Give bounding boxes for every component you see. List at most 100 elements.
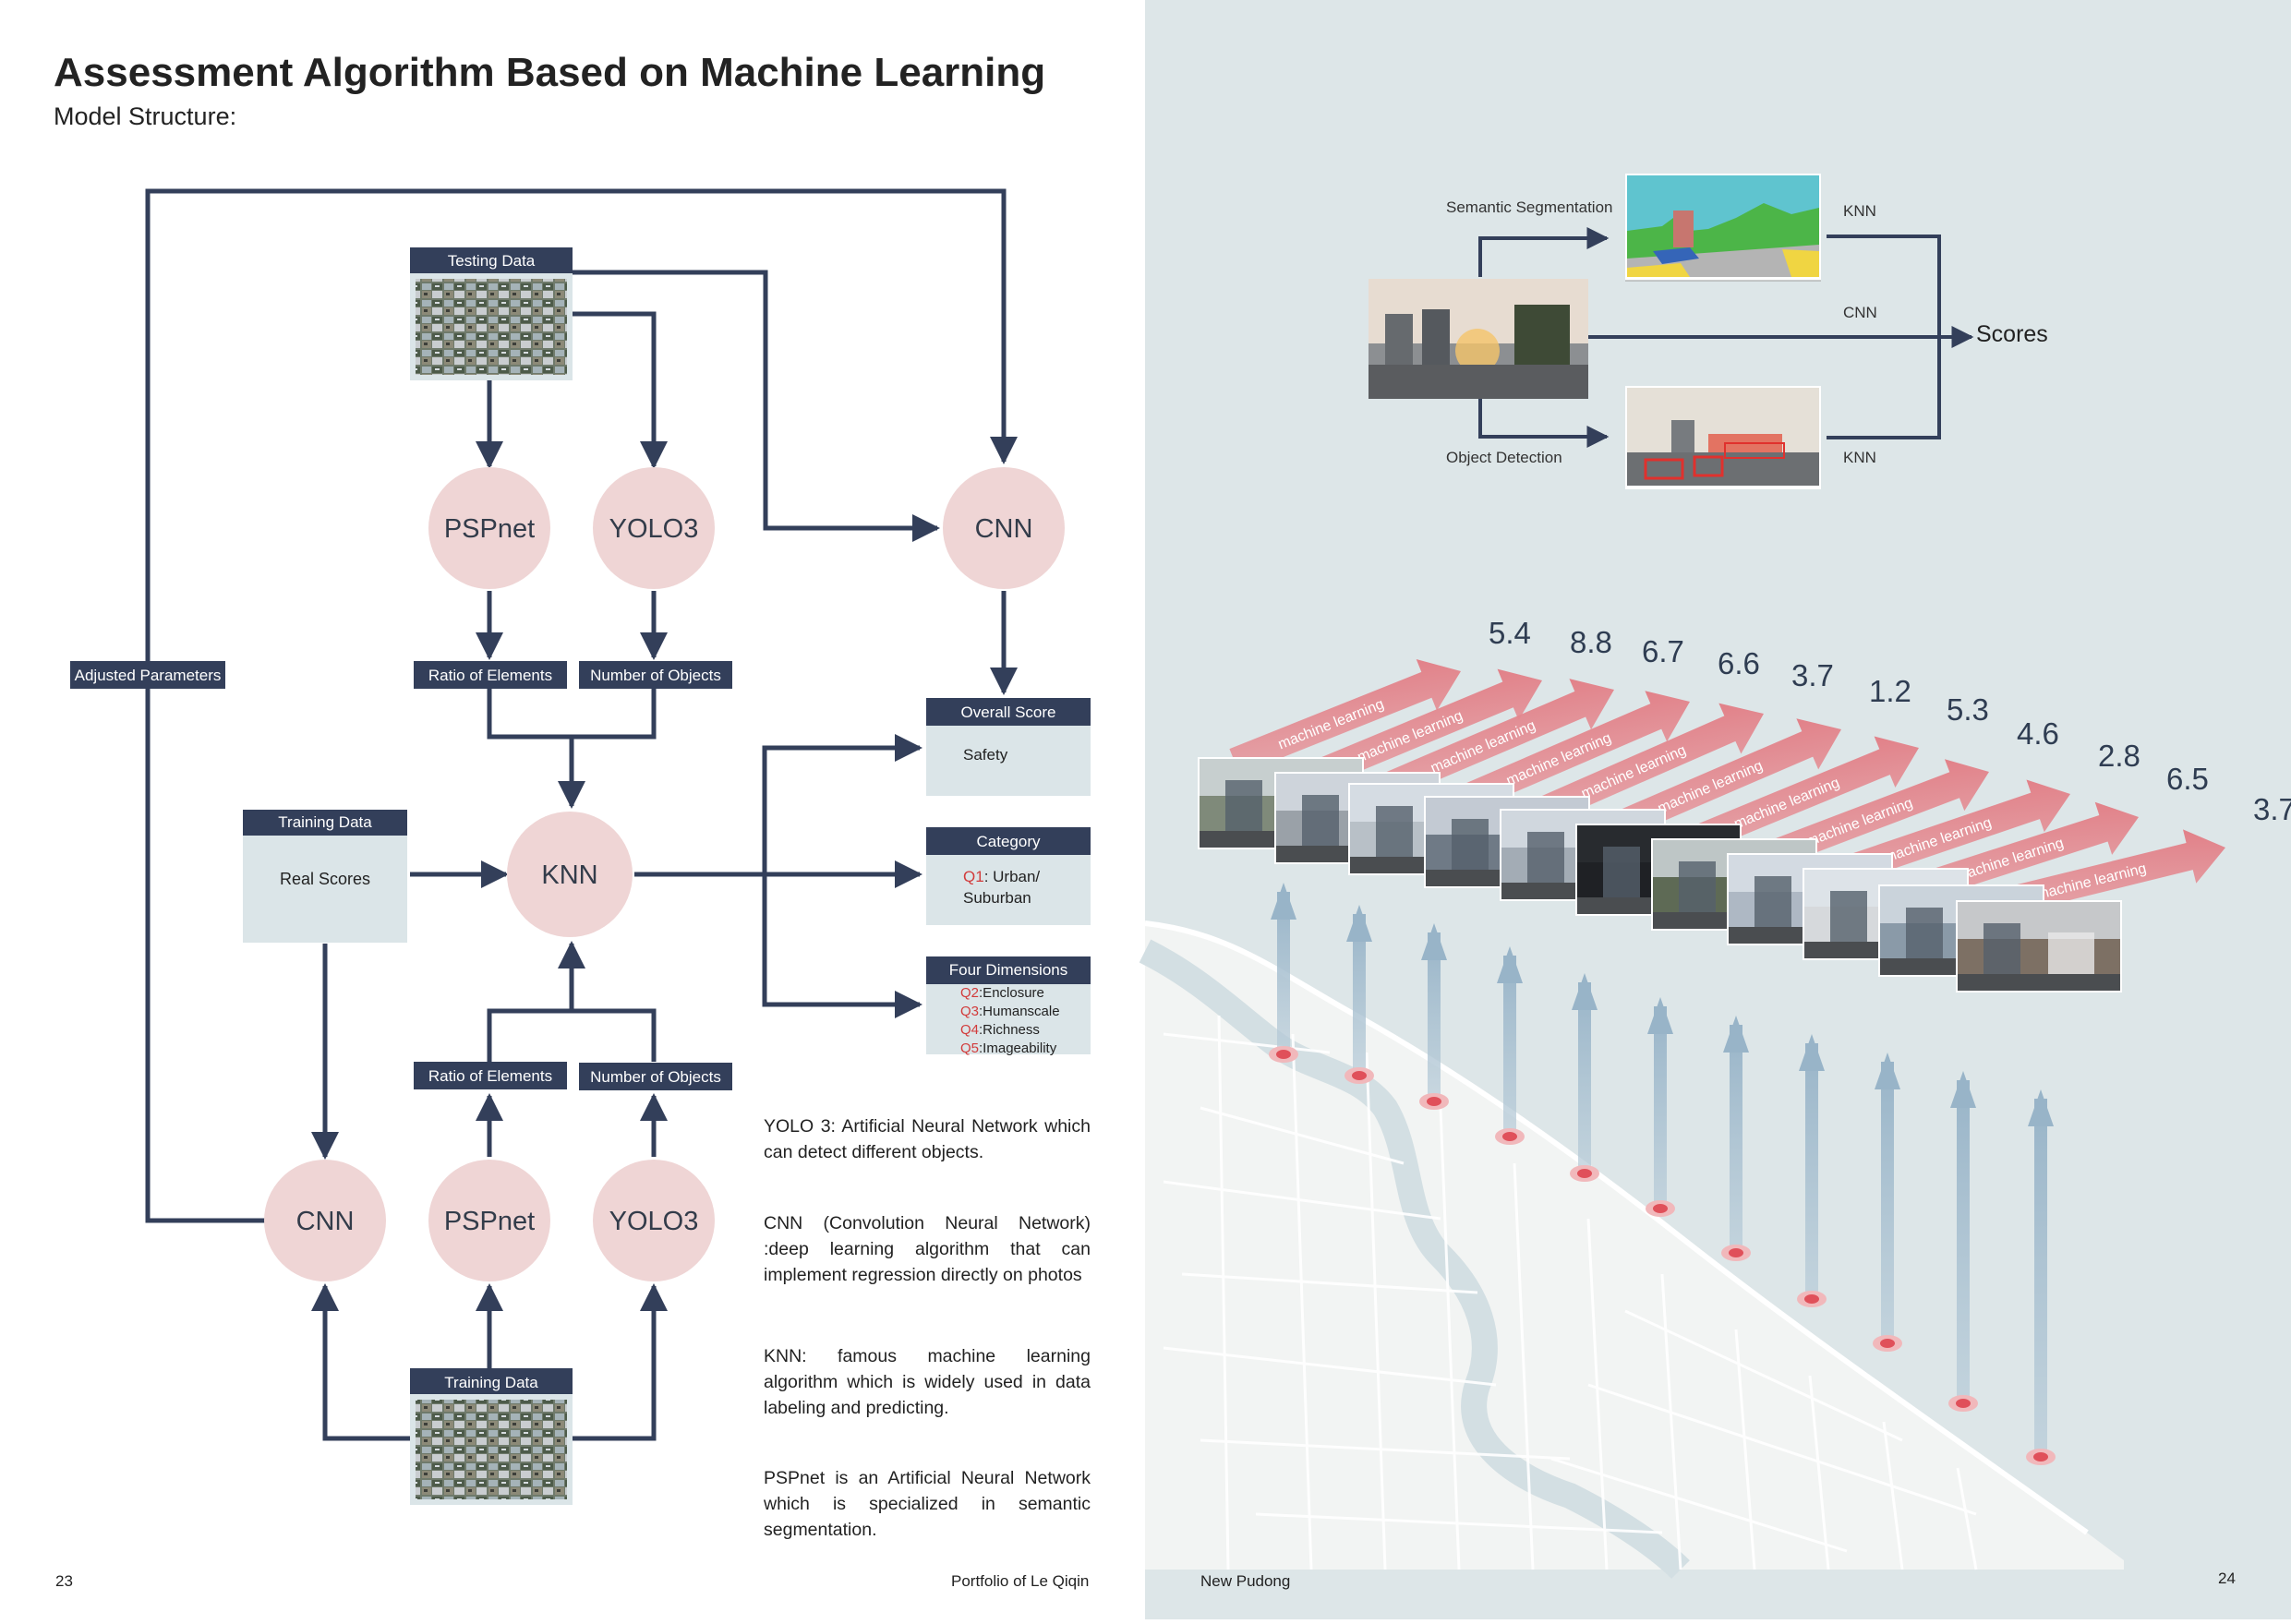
training-data-bottom-label: Training Data	[444, 1374, 538, 1391]
cnn-bottom-label: CNN	[296, 1207, 355, 1236]
training-data-bottom-block: Training Data	[410, 1368, 573, 1505]
location-arrow-head	[1647, 997, 1673, 1034]
score-value: 3.7	[1791, 658, 1834, 692]
location-arrow-head	[1875, 1053, 1900, 1089]
location-arrow-head	[1346, 905, 1372, 942]
knn-node	[507, 812, 633, 937]
location-arrow-shaft	[1805, 1043, 1818, 1299]
location-pin	[1427, 1097, 1441, 1106]
city-map	[1139, 920, 2124, 1580]
machine-learning-arrow-body	[1835, 779, 2071, 886]
score-value: 5.4	[1489, 616, 1531, 650]
location-pin	[1653, 1204, 1668, 1213]
location-arrow-head	[1271, 883, 1296, 920]
score-value: 6.7	[1642, 634, 1684, 668]
object-detection-label: Object Detection	[1446, 449, 1562, 466]
training-data-top-label: Training Data	[278, 813, 372, 831]
location-pin	[1880, 1339, 1895, 1348]
location-pin	[1956, 1399, 1971, 1408]
location-arrow-shaft	[1957, 1080, 1970, 1403]
pipeline-lines	[1478, 227, 1974, 448]
description-pspnet: PSPnet is an Artificial Neural Network w…	[764, 1468, 1091, 1540]
overall-score-value: Safety	[963, 746, 1008, 764]
location-pin	[2033, 1452, 2048, 1462]
dimension-item-q2: Q2:Enclosure	[960, 985, 1044, 1001]
location-pin	[1502, 1132, 1517, 1141]
yolo3-top-node	[593, 467, 715, 589]
testing-data-label: Testing Data	[448, 252, 536, 270]
location-pin	[1577, 1169, 1592, 1178]
pspnet-top-label: PSPnet	[444, 514, 535, 544]
four-dimensions-box: Four Dimensions Q2:Enclosure Q3:Humansca…	[926, 956, 1091, 1056]
scores-label: Scores	[1976, 321, 2048, 347]
ratio-of-elements-top-label: Ratio of Elements	[428, 667, 552, 684]
location-arrow-head	[1723, 1016, 1749, 1053]
location-arrow-shaft	[1353, 914, 1366, 1076]
dimension-q3-text: :Humanscale	[979, 1004, 1060, 1019]
pspnet-bottom-label: PSPnet	[444, 1207, 535, 1236]
machine-learning-arrow-body	[1306, 668, 1542, 789]
page-title: Assessment Algorithm Based on Machine Le…	[54, 50, 1046, 95]
ratio-of-elements-bottom-label: Ratio of Elements	[428, 1067, 552, 1085]
category-q-label: Q1	[963, 868, 984, 885]
yolo3-bottom-label: YOLO3	[609, 1207, 699, 1236]
page-subtitle: Model Structure:	[54, 102, 237, 130]
machine-learning-arrow-body	[1989, 829, 2226, 919]
location-pin	[1804, 1294, 1819, 1304]
knn-bottom-pipeline-label: KNN	[1843, 449, 1876, 466]
knn-label: KNN	[541, 860, 597, 890]
connector-lines	[145, 188, 1018, 1441]
location-arrow-head	[1799, 1034, 1825, 1071]
machine-learning-arrow-body	[1682, 736, 1920, 856]
pspnet-top-node	[428, 467, 550, 589]
location-arrow-shaft	[1654, 1006, 1667, 1209]
cnn-top-label: CNN	[975, 514, 1033, 544]
number-of-objects-bottom-label: Number of Objects	[590, 1068, 721, 1086]
description-yolo3: YOLO 3: Artificial Neural Network which …	[764, 1116, 1091, 1162]
testing-data-thumbnail	[416, 279, 567, 375]
four-dimensions-header: Four Dimensions	[949, 961, 1068, 979]
machine-learning-arrow-body	[1380, 679, 1615, 800]
machine-learning-arrow-body	[1229, 659, 1461, 775]
pspnet-bottom-node	[428, 1160, 550, 1281]
dimension-item-q4: Q4:Richness	[960, 1022, 1040, 1038]
score-value: 5.3	[1947, 692, 1989, 727]
category-header: Category	[977, 833, 1041, 850]
description-knn: KNN: famous machine learning algorithm w…	[764, 1346, 1091, 1418]
dimension-item-q3: Q3:Humanscale	[960, 1004, 1060, 1019]
yolo3-top-label: YOLO3	[609, 514, 699, 544]
location-arrow-head	[1950, 1071, 1976, 1108]
score-value: 2.8	[2098, 739, 2140, 773]
machine-learning-arrow-body	[1530, 703, 1764, 826]
score-value: 6.5	[2166, 762, 2209, 796]
semantic-segmentation-label: Semantic Segmentation	[1446, 198, 1613, 216]
location-arrow-shaft	[1428, 932, 1441, 1101]
number-of-objects-top-label: Number of Objects	[590, 667, 721, 684]
score-value: 3.7	[2253, 792, 2291, 826]
detection-image	[1625, 386, 1821, 489]
location-arrow-shaft	[1277, 892, 1290, 1054]
category-line-1: Q1: Urban/	[963, 868, 1040, 885]
left-footer: Portfolio of Le Qiqin	[951, 1572, 1090, 1590]
dimension-q4-code: Q4	[960, 1022, 979, 1038]
location-arrow-shaft	[1730, 1025, 1742, 1253]
adjusted-parameters-label: Adjusted Parameters	[75, 667, 222, 684]
location-pin	[1729, 1248, 1743, 1257]
training-data-thumbnail	[416, 1400, 567, 1499]
score-value: 1.2	[1869, 674, 1911, 708]
dimension-item-q5: Q5:Imageability	[960, 1041, 1057, 1056]
yolo3-bottom-node	[593, 1160, 715, 1281]
category-body-2: Suburban	[963, 889, 1031, 907]
dimension-q5-text: :Imageability	[979, 1041, 1057, 1056]
dimension-q2-code: Q2	[960, 985, 979, 1001]
location-arrow-shaft	[1578, 982, 1591, 1173]
real-scores-block: Training Data Real Scores	[243, 810, 407, 943]
left-page-number: 23	[55, 1572, 73, 1590]
category-box: Category Q1: Urban/ Suburban	[926, 827, 1091, 925]
score-value: 6.6	[1718, 646, 1760, 680]
model-nodes: PSPnet YOLO3 CNN KNN CNN PSPnet YOLO3	[264, 467, 1065, 1281]
location-arrow-head	[1497, 946, 1523, 983]
segmentation-image	[1625, 174, 1821, 282]
right-page-number: 24	[2218, 1570, 2236, 1587]
location-pin	[1276, 1050, 1291, 1059]
